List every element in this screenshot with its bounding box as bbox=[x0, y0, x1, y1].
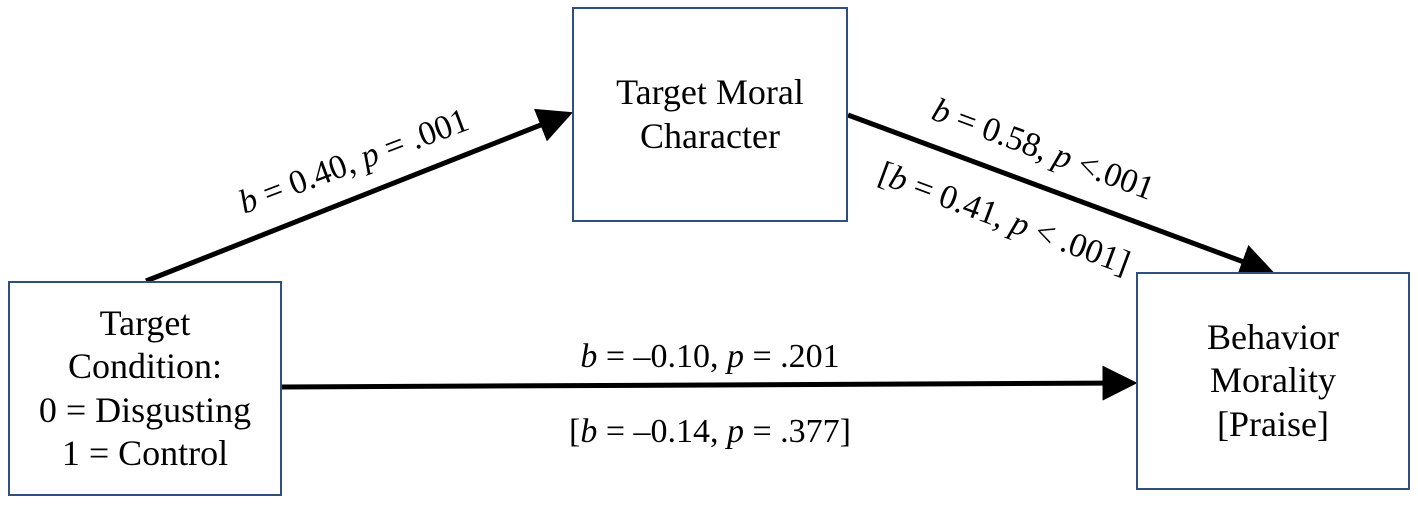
mediator-node-target-moral-character: Target Moral Character bbox=[572, 7, 848, 222]
path-c-bracket-b-value: = –0.14, bbox=[597, 413, 728, 450]
predictor-line-1: Target bbox=[99, 303, 191, 344]
arrow-a-predictor-to-mediator bbox=[145, 108, 573, 284]
path-c-direct-coefficient-label: b = –0.10, p = .201 bbox=[580, 340, 839, 374]
path-c-bracket-p-value: = .377] bbox=[744, 413, 852, 450]
path-c-bracket-p-symbol: p bbox=[727, 413, 745, 450]
outcome-line-2: Morality bbox=[1210, 360, 1336, 401]
predictor-line-3: 0 = Disgusting bbox=[38, 389, 252, 430]
arrow-c-predictor-to-outcome bbox=[281, 365, 1138, 401]
mediator-line-1: Target Moral bbox=[616, 72, 804, 113]
path-c-p-value: = .201 bbox=[744, 338, 840, 375]
predictor-line-4: 1 = Control bbox=[61, 432, 229, 473]
path-c-b-symbol: b bbox=[580, 338, 598, 375]
predictor-node-target-condition: Target Condition: 0 = Disgusting 1 = Con… bbox=[8, 281, 282, 496]
predictor-line-2: Condition: bbox=[67, 346, 223, 387]
mediator-line-2: Character bbox=[640, 115, 780, 156]
path-c-b-value: = –0.10, bbox=[597, 338, 727, 375]
outcome-line-3: [Praise] bbox=[1217, 403, 1329, 444]
path-c-bracketed-coefficient-label: [b = –0.14, p = .377] bbox=[569, 415, 851, 449]
path-c-p-symbol: p bbox=[727, 338, 744, 375]
arrow-b-mediator-to-outcome bbox=[847, 112, 1276, 278]
outcome-node-behavior-morality: Behavior Morality [Praise] bbox=[1136, 272, 1410, 490]
path-c-bracket-b-symbol: b bbox=[580, 413, 598, 450]
outcome-line-1: Behavior bbox=[1207, 317, 1339, 358]
path-c-bracket-open: [ bbox=[568, 413, 581, 450]
